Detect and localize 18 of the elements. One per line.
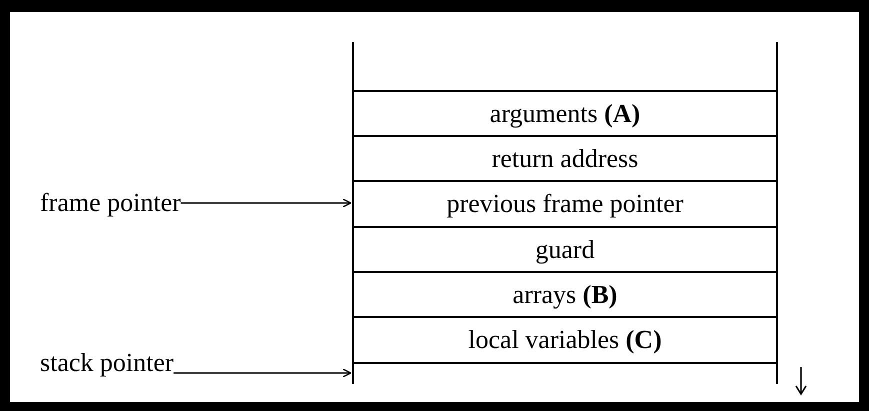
slot-label: return address: [492, 146, 638, 172]
stack-slot: [352, 90, 778, 135]
empty-stack-slot: [352, 362, 778, 384]
empty-stack-slot: [352, 42, 778, 90]
slot-label: local variables (C): [468, 327, 662, 353]
arrow: [174, 368, 352, 378]
stack-slot: [352, 135, 778, 180]
stack-slot: [352, 271, 778, 316]
stack-slot: [352, 180, 778, 226]
stack-slot: [352, 226, 778, 271]
stack-slot: [352, 316, 778, 362]
slot-label: previous frame pointer: [446, 191, 684, 217]
slot-label: guard: [535, 236, 595, 262]
pointer-label: stack pointer: [40, 350, 174, 376]
pointer-label: frame pointer: [40, 190, 181, 216]
slot-label: arguments (A): [490, 100, 640, 126]
arrow: [180, 198, 352, 208]
slot-label: arrays (B): [512, 282, 618, 308]
